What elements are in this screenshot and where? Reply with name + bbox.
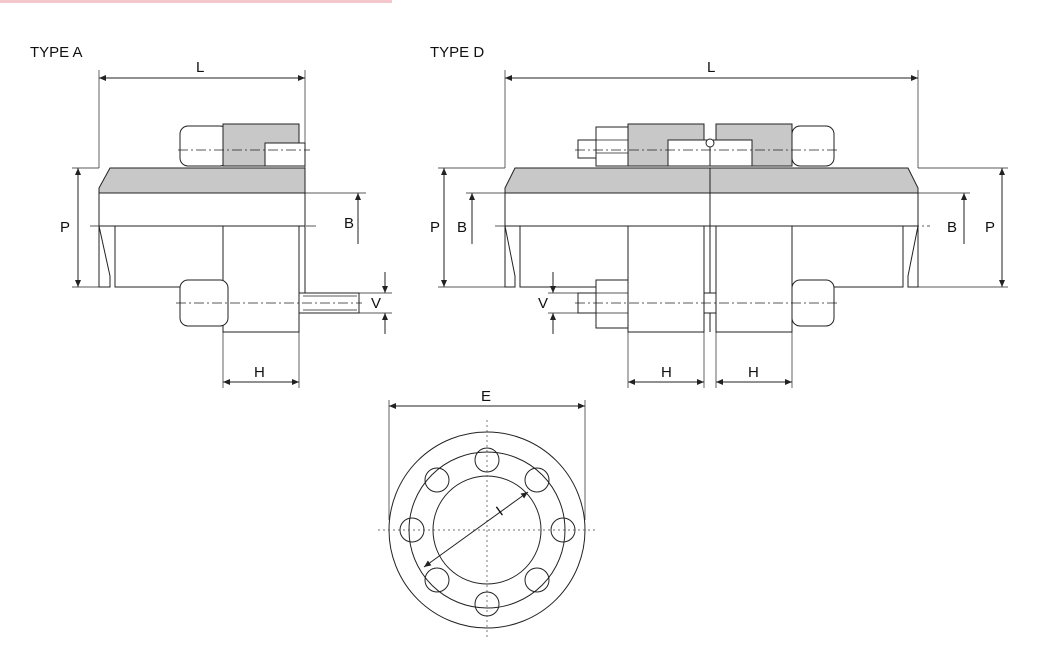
type-d-title: TYPE D: [430, 44, 484, 61]
type-d-label-h-left: H: [661, 364, 672, 381]
type-a-label-v: V: [371, 295, 381, 312]
type-a-label-b: B: [344, 215, 354, 232]
type-d-drawing: TYPE D L: [430, 44, 1008, 388]
type-d-label-h-right: H: [748, 364, 759, 381]
type-a-label-h: H: [254, 364, 265, 381]
type-d-label-v: V: [538, 295, 548, 312]
front-label-e: E: [481, 388, 491, 405]
type-d-label-b-left: B: [457, 219, 467, 236]
type-d-label-b-right: B: [947, 219, 957, 236]
type-d-label-p-left: P: [430, 219, 440, 236]
type-d-label-l: L: [707, 59, 715, 76]
front-view-drawing: E I: [378, 388, 596, 640]
type-a-label-l: L: [196, 59, 204, 76]
type-a-label-p: P: [60, 219, 70, 236]
type-a-drawing: TYPE A L P: [30, 44, 392, 388]
header-accent-bar: [0, 0, 392, 3]
front-label-i: I: [493, 503, 506, 519]
type-d-label-p-right: P: [985, 219, 995, 236]
type-a-title: TYPE A: [30, 44, 83, 61]
